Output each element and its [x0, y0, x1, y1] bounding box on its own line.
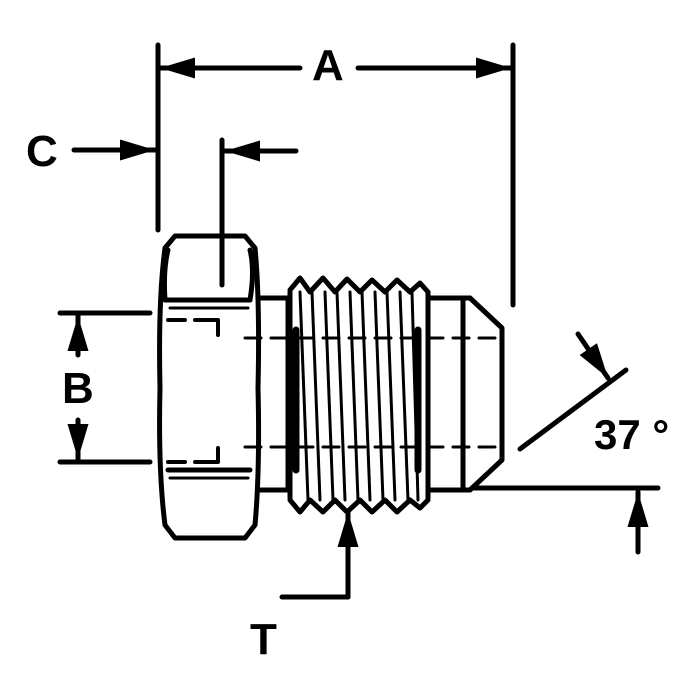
dimension-label-t: T: [250, 615, 277, 664]
neck: [255, 295, 291, 493]
dimension-b-lines: [57, 310, 153, 465]
dimension-label-a: A: [312, 41, 344, 90]
dimension-label-b: B: [62, 364, 94, 413]
dimension-c-lines: [71, 137, 299, 288]
angle-label: 37 °: [594, 411, 670, 458]
thread-section: [287, 275, 431, 515]
hidden-bore-lines: [243, 336, 502, 449]
flare-end: [427, 295, 505, 493]
dimension-t-leader: [279, 509, 359, 600]
hex-body: [157, 233, 262, 541]
angle-indicator: [469, 331, 661, 555]
dimension-a-lines: [155, 42, 516, 308]
dimension-label-c: C: [26, 127, 58, 176]
